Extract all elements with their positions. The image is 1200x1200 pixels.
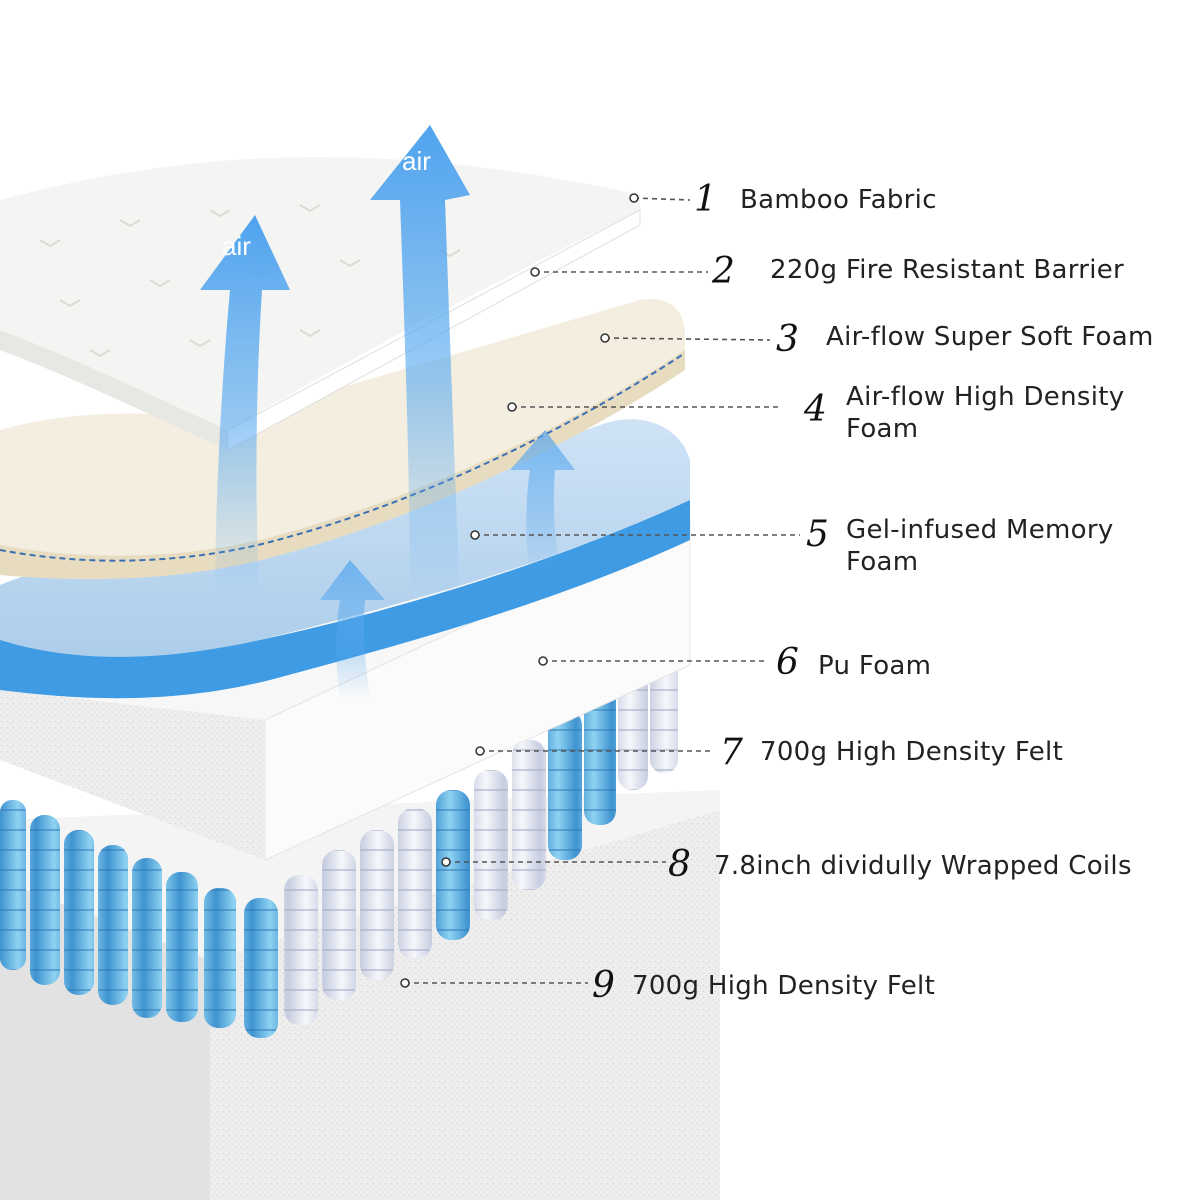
layer-label-8: 7.8inch dividully Wrapped Coils [714,851,1132,881]
layer-label-5-line2: Foam [846,547,919,577]
layer-number-5: 5 [806,514,829,555]
layer-number-1: 1 [694,179,717,220]
layer-label-3: Air-flow Super Soft Foam [826,322,1154,352]
layer-label-7: 700g High Density Felt [760,737,1064,767]
air-arrow-lower-left [320,560,385,700]
air-arrow-left: air [200,215,290,600]
coil-row-front [0,800,278,1038]
layer-label-2: 220g Fire Resistant Barrier [770,255,1125,285]
layer-label-6: Pu Foam [818,651,932,681]
leader-lines [405,197,800,984]
air-arrow-lower-right [510,430,575,575]
layer-number-9: 9 [592,965,615,1006]
layer-number-3: 3 [776,319,799,360]
layer-label-9: 700g High Density Felt [632,971,936,1001]
layer-number-6: 6 [776,642,799,683]
air-label-left: air [222,231,251,261]
layer-label-1: Bamboo Fabric [740,185,937,215]
layer-number-7: 7 [720,732,743,773]
leader-line-3 [604,337,771,341]
leader-line-1 [633,197,691,201]
coil-row-middle [284,648,678,1025]
layer-label-5: Gel-infused Memory [846,515,1114,545]
layer-number-2: 2 [712,251,735,292]
layer-label-4-line2: Foam [846,414,919,444]
leader-dots [400,193,639,988]
layer-number-4: 4 [804,389,827,430]
airflow-foam-layer [0,299,685,580]
layer-label-4: Air-flow High Density [846,382,1125,412]
layer-number-8: 8 [668,844,691,885]
air-arrow-right: air [370,125,470,600]
coil-springs-layer [0,648,678,1038]
air-label-right: air [402,146,431,176]
